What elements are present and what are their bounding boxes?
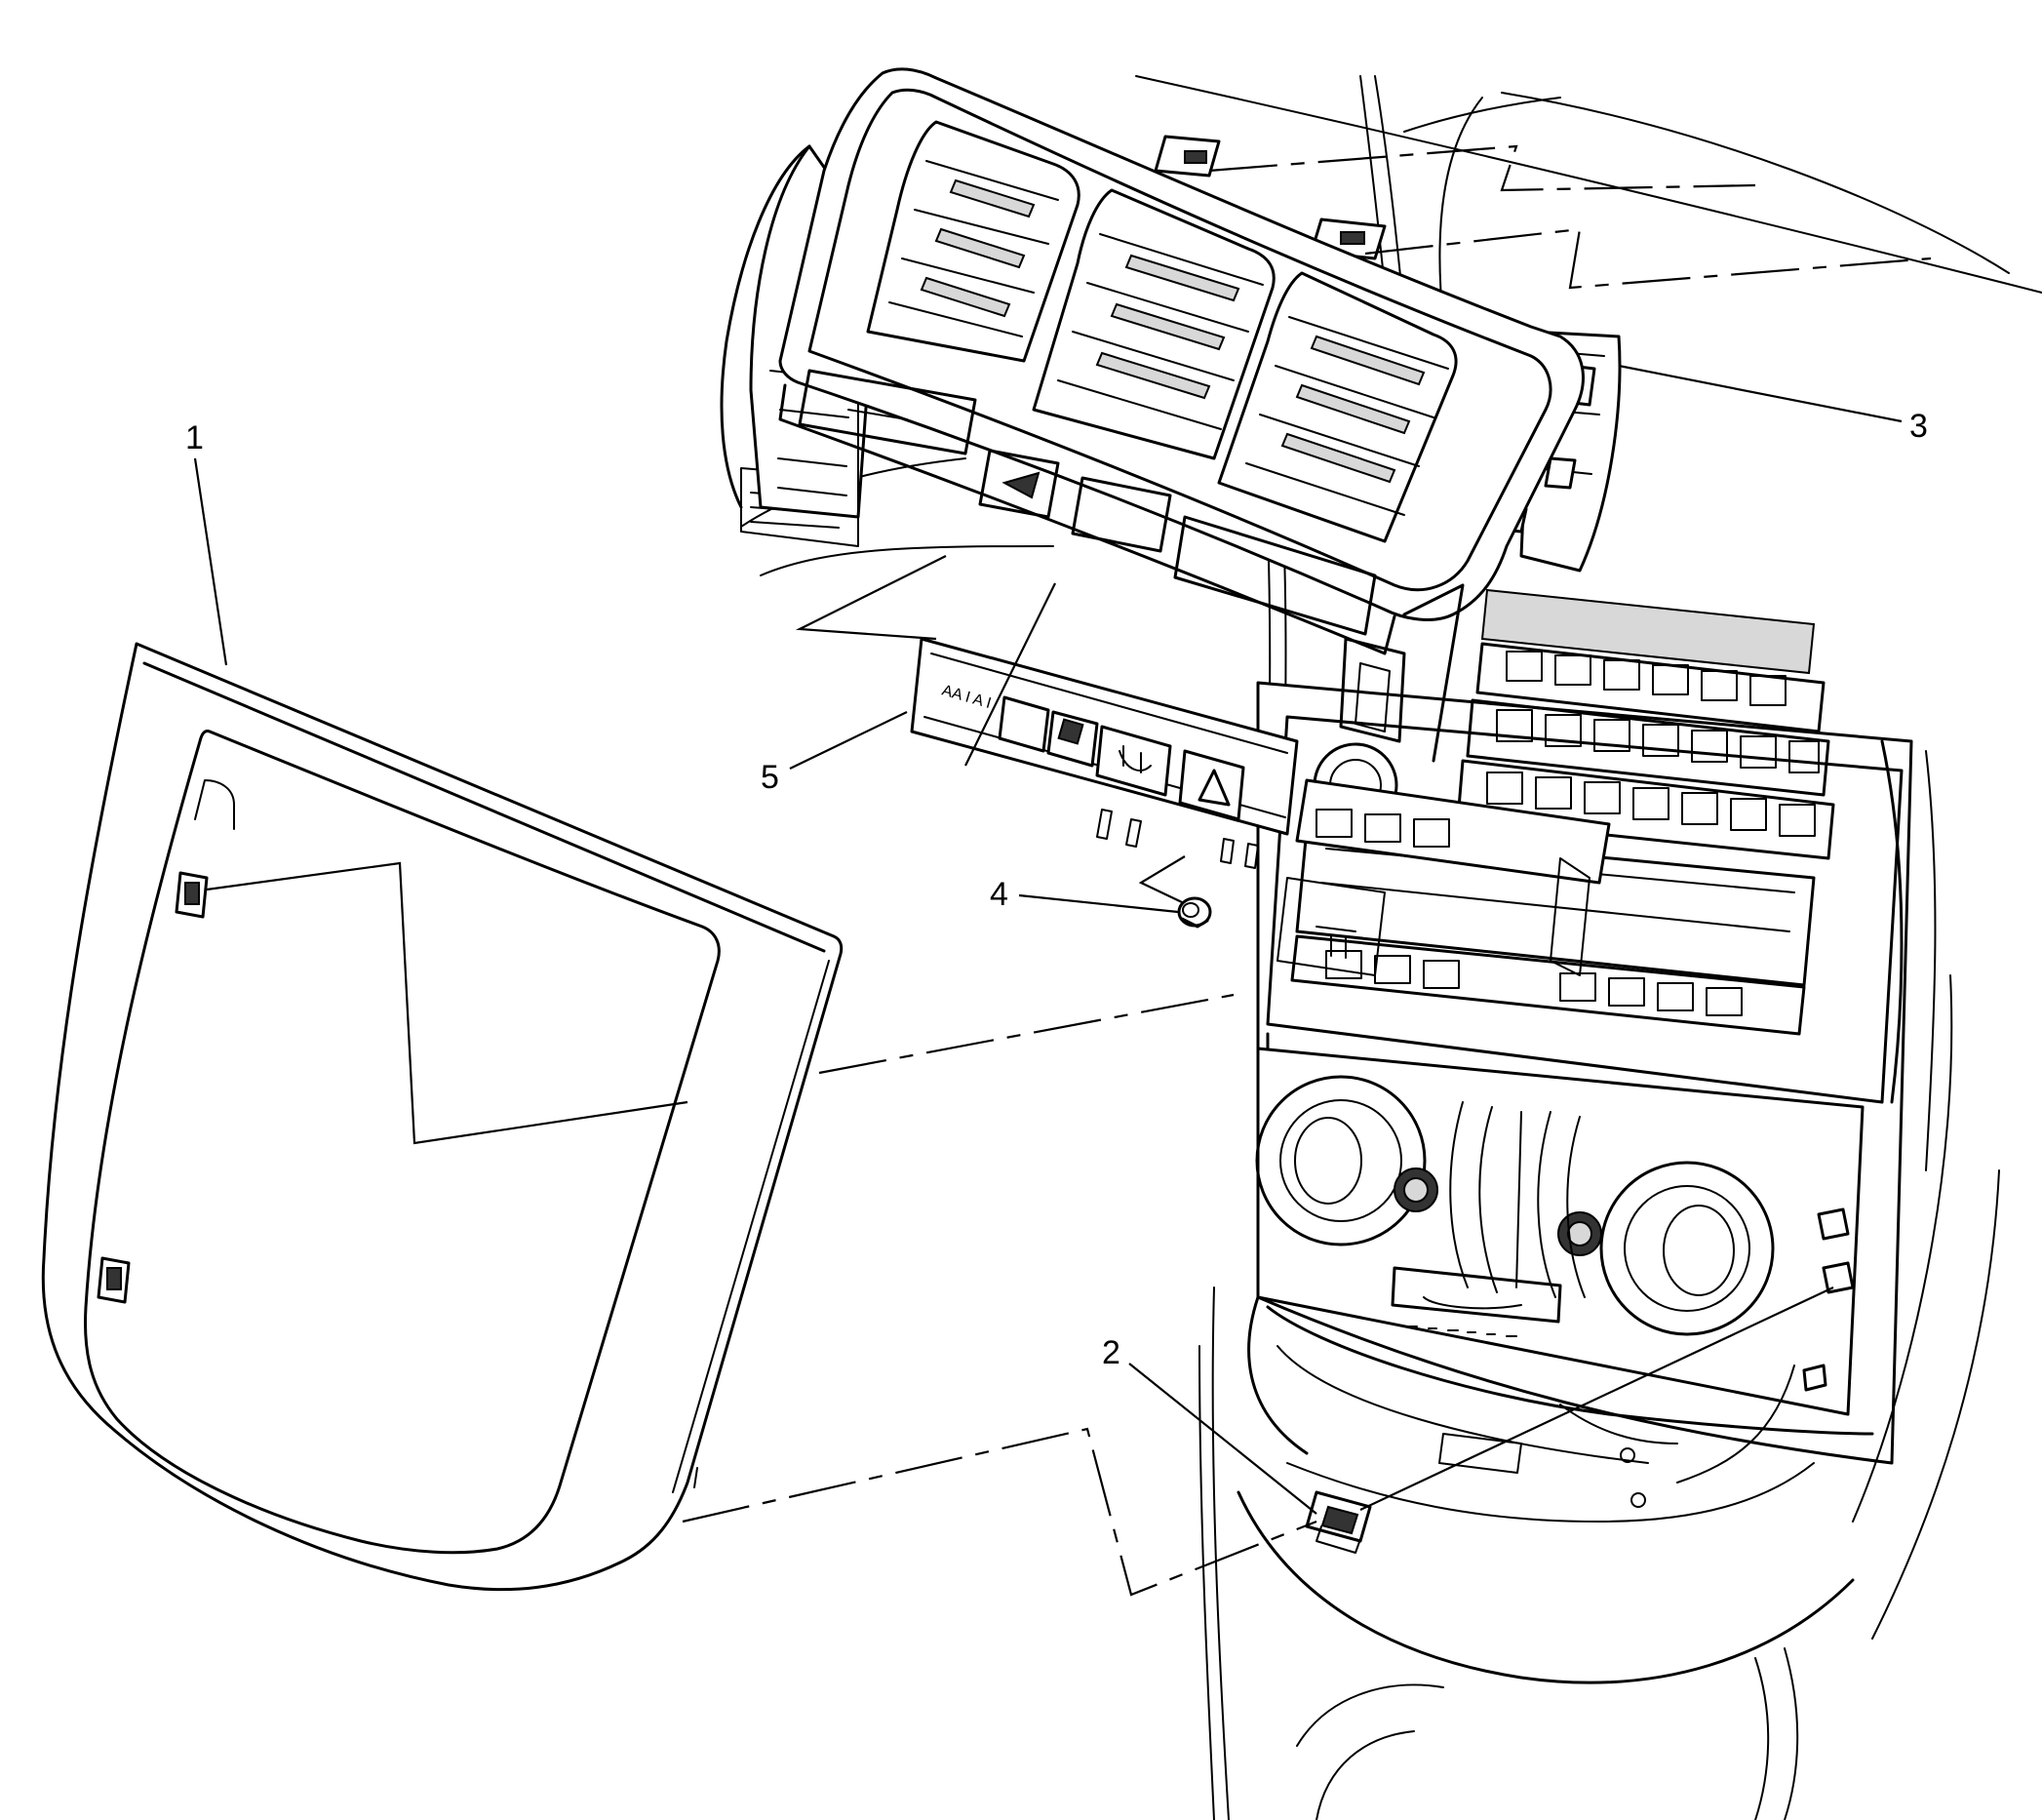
center-trim-panel bbox=[41, 642, 844, 1592]
callout-1: 1 bbox=[185, 419, 204, 456]
callout-4: 4 bbox=[990, 876, 1008, 913]
fastener-screw bbox=[1177, 896, 1212, 929]
vent-right bbox=[1217, 271, 1458, 543]
instrument-panel bbox=[720, 75, 2042, 1820]
assembly-lines bbox=[206, 144, 1932, 1597]
radio-buttons-row bbox=[1486, 651, 1820, 837]
callout-2: 2 bbox=[1102, 1334, 1120, 1371]
air-outlet-bezel bbox=[749, 67, 1622, 763]
retainer-clip bbox=[1305, 1490, 1372, 1554]
vent-left bbox=[866, 120, 1080, 363]
radio-buttons-upper bbox=[1456, 588, 1835, 860]
vent-center bbox=[1032, 188, 1276, 460]
callout-5: 5 bbox=[761, 759, 779, 796]
hazard-switch-bank: AA I A I bbox=[910, 637, 1611, 976]
callout-leaders bbox=[193, 364, 1903, 1515]
hvac-control-panel bbox=[1255, 1032, 1874, 1464]
callout-3: 3 bbox=[1909, 408, 1928, 445]
